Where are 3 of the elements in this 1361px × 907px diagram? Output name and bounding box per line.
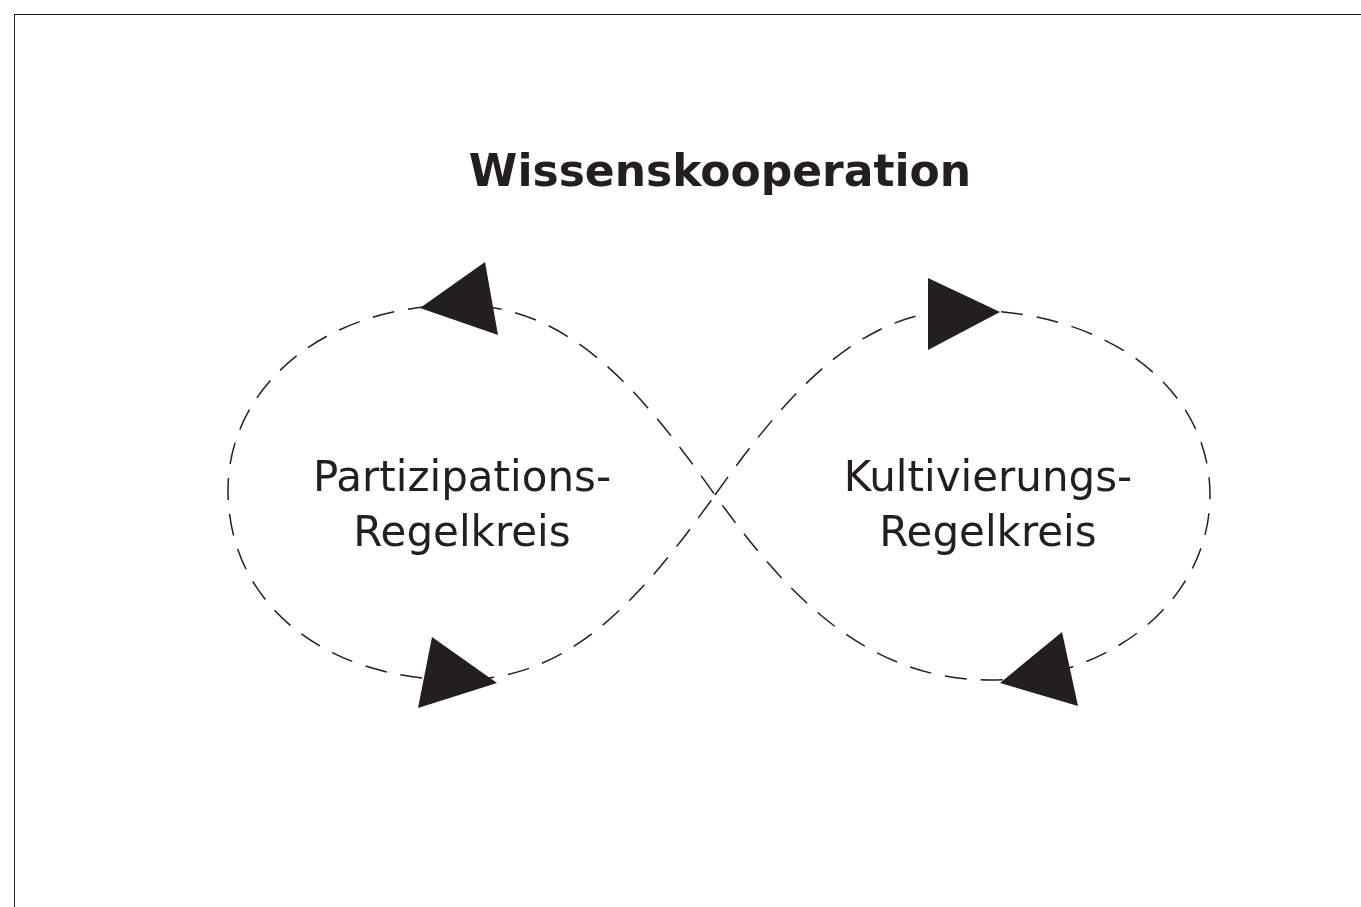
loop-label: Kultivierungs- Regelkreis [843, 451, 1133, 558]
loop-label: Partizipations- Regelkreis [312, 451, 612, 558]
diagram-title: Wissenskooperation [468, 144, 972, 196]
